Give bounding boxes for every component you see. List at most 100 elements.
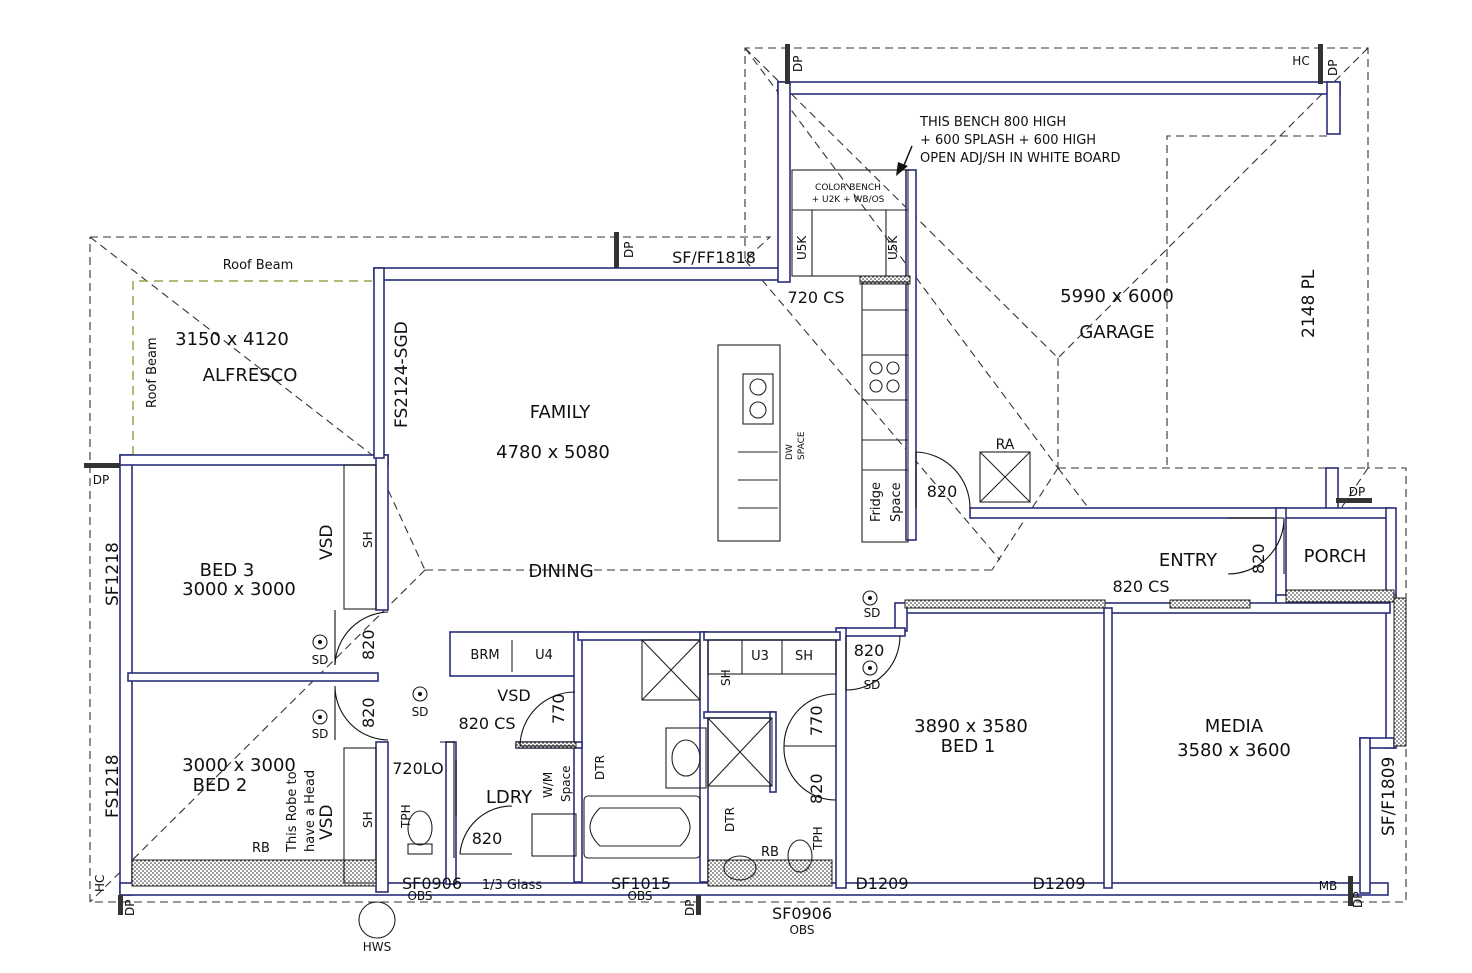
ra-label: RA [996,437,1015,453]
bed1-door-820: 820 [854,641,885,660]
bench-note-line-1: THIS BENCH 800 HIGH [919,115,1066,130]
bed3-name: BED 3 [200,560,255,581]
lo720-label: 720LO [392,759,443,778]
roof-outline [89,47,1407,903]
color-bench-line-2: + U2K + WB/OS [812,195,885,205]
entry-door-820: 820 [1249,543,1268,574]
d1209-label-2: D1209 [1032,874,1085,893]
roof-beam-label: Roof Beam [223,258,294,273]
wm-line-1: W/M [541,772,555,798]
hc-label: HC [93,875,107,892]
sd-label-1: SD [312,653,329,667]
downpipes [84,44,1372,915]
dp-label-1: DP [791,56,805,72]
roof-beam-vertical-label: Roof Beam [145,337,160,408]
sf1015-label: SF1015 [611,874,671,893]
family-name: FAMILY [530,402,591,423]
kitchen-door-820: 820 [927,482,958,501]
dp-label-4: DP [93,473,109,487]
bed2-name: BED 2 [193,775,248,796]
sf0906-label-2: SF0906 [772,904,832,923]
fridge-line-1: Fridge [869,482,884,522]
obs-label-2: OBS [627,889,652,903]
dp-label-8: DP [683,900,697,916]
robe-note-line-2: have a Head [303,770,318,852]
sf1218-label: SF1218 [103,542,123,606]
dp-label-7: DP [123,900,137,916]
sd-label-4: SD [864,606,881,620]
wm-line-2: Space [559,765,573,802]
robe-note-line-1: This Robe to [285,771,300,853]
dtr-label-1: DTR [593,755,607,780]
ldry-door-770: 770 [549,693,568,724]
sd-label-2: SD [312,727,329,741]
bed1-name: BED 1 [941,736,996,757]
smoke-detectors [312,590,878,725]
sh-ens-label: SH [795,649,813,664]
rb-label-1: RB [252,841,270,856]
media-name: MEDIA [1205,716,1264,737]
cs820-ldry-label: 820 CS [459,714,516,733]
obs-label-1: OBS [407,889,432,903]
family-dims: 4780 x 5080 [496,442,610,463]
u3-label: U3 [751,649,769,664]
alfresco-dims: 3150 x 4120 [175,329,289,350]
sd-label-3: SD [412,705,429,719]
bed3-dims: 3000 x 3000 [182,579,296,600]
bench-note-line-3: OPEN ADJ/SH IN WHITE BOARD [920,151,1121,166]
vsd-bed3-label: VSD [317,524,337,560]
bench-note-arrowhead [896,162,908,176]
garage-dims: 5990 x 6000 [1060,286,1174,307]
hws-label: HWS [363,940,392,954]
u5k-right-label: U5K [886,235,900,260]
vsd-hall-label: VSD [497,686,530,705]
room-labels: 3150 x 4120 ALFRESCO FAMILY 4780 x 5080 … [175,286,1366,808]
color-bench-line-1: COLOR BENCH [815,183,881,193]
ens-door-770: 770 [807,705,826,736]
entry-name: ENTRY [1159,550,1218,571]
sh-bath-label: SH [719,669,733,686]
dp-label-2: DP [1326,60,1340,76]
dp-label-6: DP [1351,892,1365,908]
sd-label-5: SD [864,678,881,692]
bed1-dims: 3890 x 3580 [914,716,1028,737]
ldry-door-820: 820 [472,829,503,848]
sf0906-label-1: SF0906 [402,874,462,893]
dining-name: DINING [528,561,593,582]
glass-label: 1/3 Glass [482,878,542,893]
tph-label-2: TPH [811,826,825,851]
bed2-door-820: 820 [359,697,378,728]
garage-name: GARAGE [1079,322,1154,343]
obs-label-3: OBS [789,923,814,937]
media-dims: 3580 x 3600 [1177,740,1291,761]
vsd-bed2-label: VSD [317,804,337,840]
fridge-line-2: Space [889,482,904,522]
cs720-label: 720 CS [788,288,845,307]
ldry-name: LDRY [486,787,533,808]
u5k-left-label: U5K [795,235,809,260]
dtr-label-2: DTR [723,807,737,832]
fs2124-label: FS2124-SGD [392,321,412,428]
dimension-labels: Roof Beam Roof Beam SF/FF1818 FS2124-SGD… [93,54,1399,954]
sh-bed2-label: SH [361,811,375,828]
doors [334,451,1285,858]
bench-note-line-2: + 600 SPLASH + 600 HIGH [920,133,1096,148]
mb-label: MB [1319,879,1338,893]
dw-space-line-1: DW [785,444,795,460]
notes: THIS BENCH 800 HIGH + 600 SPLASH + 600 H… [285,115,1121,853]
dp-label-5: DP [1349,485,1365,499]
sf-f1809-label: SF/F1809 [1379,757,1399,836]
sh-bed3-label: SH [361,531,375,548]
dw-space-line-2: SPACE [797,431,807,460]
u4-label: U4 [535,648,553,663]
porch-name: PORCH [1304,546,1367,567]
kitchen-fixtures [343,169,1031,939]
roof-beam [132,280,372,455]
rb-label-2: RB [761,845,779,860]
ens-door-820: 820 [807,773,826,804]
brm-label: BRM [470,648,499,663]
sf-ff1818-label: SF/FF1818 [672,248,756,267]
tph-label-1: TPH [399,804,413,829]
alfresco-name: ALFRESCO [203,365,298,386]
